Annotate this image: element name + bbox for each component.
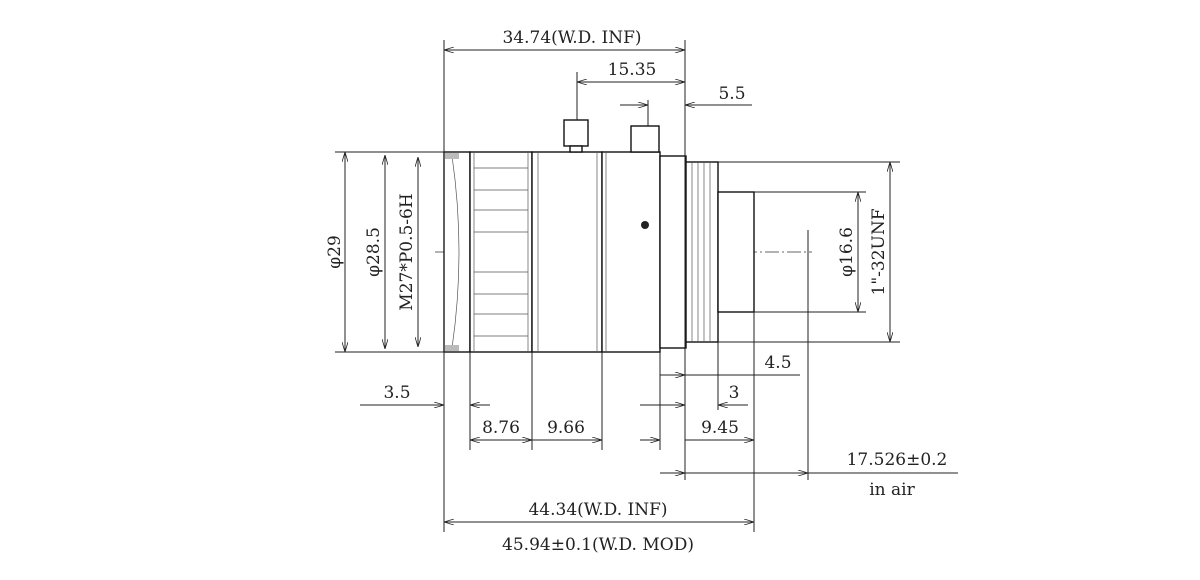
dim-overall-mod: 45.94±0.1(W.D. MOD) xyxy=(502,535,694,555)
front-glass xyxy=(451,155,460,349)
rear-barrel xyxy=(601,151,661,353)
focus-lock-knob xyxy=(630,125,660,153)
hatch-top xyxy=(445,153,459,159)
focus-ring xyxy=(469,151,533,353)
focus-ring-knurl xyxy=(473,152,529,352)
dim-phi29: φ29 xyxy=(325,235,345,269)
dim-8-76: 8.76 xyxy=(482,418,520,438)
dim-3-5: 3.5 xyxy=(383,383,410,403)
dim-3: 3 xyxy=(729,383,740,403)
dim-mount-thread: 1"-32UNF xyxy=(869,208,889,295)
rear-tube xyxy=(717,191,755,313)
front-bezel xyxy=(443,151,471,353)
dim-9-45: 9.45 xyxy=(701,418,739,438)
iris-lock-knob xyxy=(563,119,589,147)
dim-back-focus-note: in air xyxy=(869,480,915,500)
rear-step xyxy=(659,155,687,349)
dim-overall-top: 34.74(W.D. INF) xyxy=(502,28,641,48)
iris-barrel xyxy=(531,151,603,353)
lens-body xyxy=(435,119,812,353)
dimension-lines xyxy=(335,40,958,532)
dim-phi28-5: φ28.5 xyxy=(364,227,384,277)
dim-9-66: 9.66 xyxy=(547,418,585,438)
hatch-bottom xyxy=(445,345,459,351)
set-screw-hole xyxy=(641,221,649,229)
c-mount-thread xyxy=(685,161,719,343)
dim-15-35: 15.35 xyxy=(608,60,657,80)
dim-overall-inf: 44.34(W.D. INF) xyxy=(528,500,667,520)
dim-filter-thread: M27*P0.5-6H xyxy=(397,193,417,310)
dim-phi16-6: φ16.6 xyxy=(837,227,857,277)
dim-4-5: 4.5 xyxy=(764,353,791,373)
dim-back-focus: 17.526±0.2 xyxy=(847,450,948,470)
dim-5-5: 5.5 xyxy=(718,84,745,104)
